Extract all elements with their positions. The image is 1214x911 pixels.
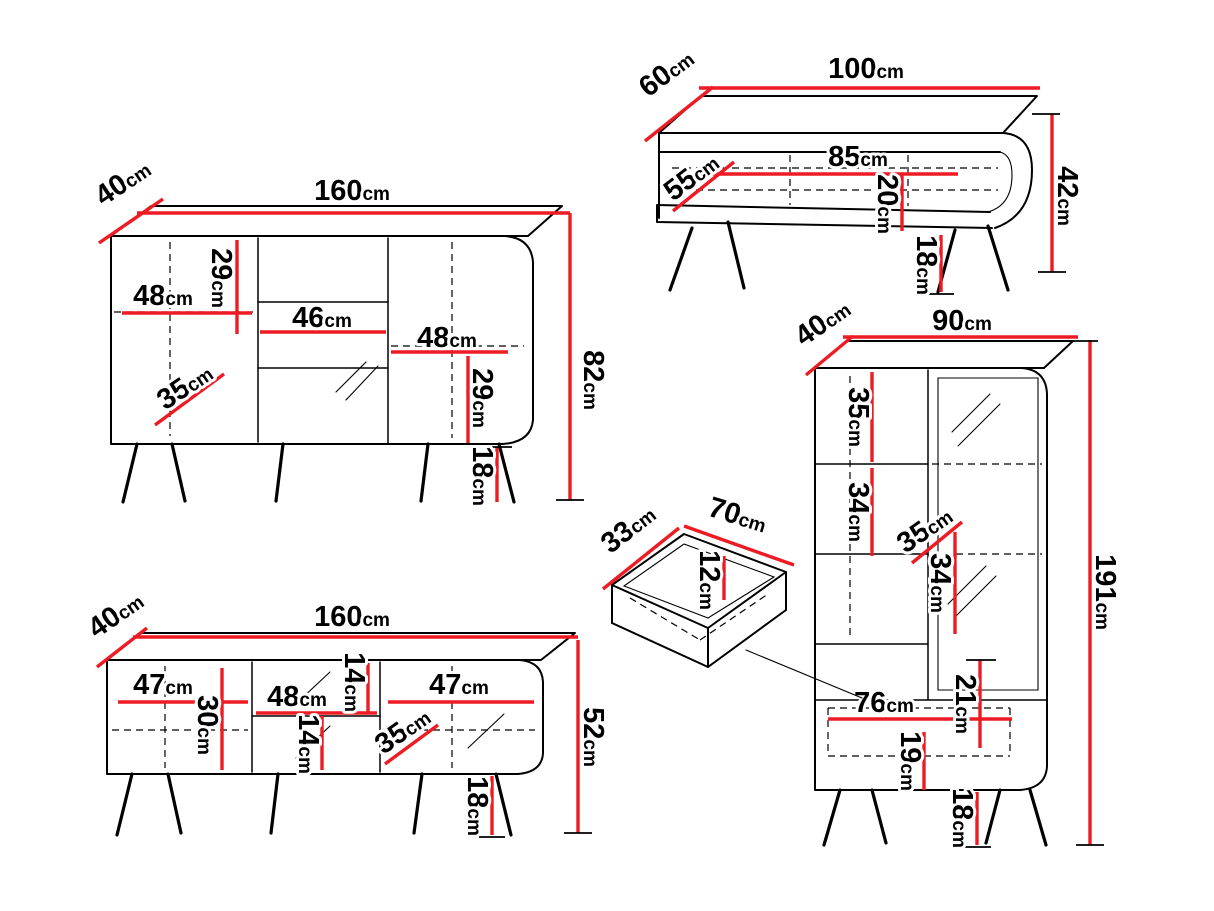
sideboard-leg-3 xyxy=(274,442,285,503)
cabinet-leg-3 xyxy=(984,788,1002,845)
cabinet-glass-door xyxy=(937,377,1039,691)
cabinet-figure: 40cm 90cm 191cm 35cm 34cm 35cm 34cm 76cm… xyxy=(786,292,1124,851)
tv-stand-right-width-label: 47cm xyxy=(429,669,489,701)
coffee-table-right-panel-inner xyxy=(987,151,1013,213)
tv-stand-leg-5 xyxy=(494,772,513,837)
cabinet-body xyxy=(814,367,1048,791)
tv-stand-left-width-label: 47cm xyxy=(133,669,193,701)
sideboard-height-label: 82cm xyxy=(577,350,609,410)
tv-stand-leg-3 xyxy=(269,772,280,835)
tv-stand-body xyxy=(106,659,544,775)
cabinet-height-label: 191cm xyxy=(1089,554,1121,630)
drawer-height-label: 12cm xyxy=(693,550,725,610)
tv-stand-glass-mark-2 xyxy=(295,725,331,759)
cabinet-shelf2-label: 34cm xyxy=(842,482,874,542)
cabinet-glass-mark-1 xyxy=(951,393,991,433)
drawer-depth-line xyxy=(601,526,681,591)
tv-stand-height-label: 52cm xyxy=(577,707,609,767)
sideboard-glass-mark-2 xyxy=(345,365,379,401)
sideboard-leg-5 xyxy=(497,442,516,504)
coffee-table-inner-depth-line xyxy=(671,160,736,213)
tv-stand-glass-mark-3 xyxy=(467,713,505,749)
cabinet-leg-2 xyxy=(870,788,888,845)
sideboard-leg-4 xyxy=(419,442,430,503)
cabinet-glass-mark-2 xyxy=(957,403,1001,447)
coffee-table-inner-width-label: 85cm xyxy=(828,141,888,173)
sideboard-depth-line xyxy=(98,197,164,245)
cabinet-glass-mark-4 xyxy=(953,575,997,619)
drawer-walls xyxy=(611,571,787,668)
tv-stand-left-height-label: 30cm xyxy=(191,695,223,755)
drawer-width-label: 70cm xyxy=(704,491,770,539)
cabinet-leg-1 xyxy=(822,788,842,847)
sideboard-right-height-label: 29cm xyxy=(466,368,498,428)
sideboard-left-width-label: 48cm xyxy=(133,280,193,312)
sideboard-glass-mark-1 xyxy=(335,361,367,393)
sideboard-inner-depth-line xyxy=(153,372,226,427)
coffee-table-width-label: 100cm xyxy=(828,53,904,85)
cabinet-right-shelf-label: 34cm xyxy=(924,553,956,613)
coffee-table-leg-4 xyxy=(986,224,1010,292)
coffee-table-bottom-shelf xyxy=(656,204,993,229)
sideboard-width-label: 160cm xyxy=(314,175,390,207)
coffee-table-figure: 60cm 100cm 42cm 85cm 55cm 20cm 18cm xyxy=(630,42,1086,298)
tv-stand-leg-4 xyxy=(412,772,424,835)
coffee-table-leg-1 xyxy=(668,226,694,292)
cabinet-drawer-height-label: 21cm xyxy=(949,674,981,734)
drawer-hidden-bottom-2 xyxy=(699,593,769,641)
coffee-table-right-panel xyxy=(994,132,1033,229)
tv-stand-middle-width-label: 48cm xyxy=(267,681,327,713)
cabinet-top-face xyxy=(814,340,1074,369)
cabinet-depth-line xyxy=(804,334,855,377)
sideboard-depth-label: 40cm xyxy=(89,153,156,213)
tv-stand-glass-mark-1 xyxy=(299,671,331,701)
drawer-bottom-edges xyxy=(611,609,787,668)
coffee-table-depth-label: 60cm xyxy=(633,42,700,104)
tv-stand-lower-niche-label: 14cm xyxy=(292,714,324,774)
sideboard-right-width-label: 48cm xyxy=(417,322,477,354)
cabinet-shelf1-label: 35cm xyxy=(842,387,874,447)
tv-stand-width-label: 160cm xyxy=(314,601,390,633)
coffee-table-top-slab xyxy=(658,132,1004,219)
drawer-inner-rim xyxy=(622,543,776,619)
cabinet-depth-label: 40cm xyxy=(789,292,856,352)
tv-stand-leg-1 xyxy=(115,772,134,837)
drawer-width-line xyxy=(683,524,795,567)
cabinet-base-height-label: 19cm xyxy=(894,731,926,791)
tv-stand-inner-depth-line xyxy=(383,723,440,766)
coffee-table-height-label: 42cm xyxy=(1051,166,1083,226)
sideboard-figure: 40cm 160cm 82cm 29cm 48cm 46cm 48cm 29cm… xyxy=(86,153,612,509)
cabinet-width-label: 90cm xyxy=(932,305,992,337)
sideboard-inner-depth-label: 35cm xyxy=(151,357,218,417)
tv-stand-leg-2 xyxy=(166,772,183,835)
sideboard-middle-width-label: 46cm xyxy=(292,302,352,334)
coffee-table-inner-height-label: 20cm xyxy=(871,174,903,234)
cabinet-leg-height-label: 18cm xyxy=(946,788,978,848)
cabinet-inner-depth-line xyxy=(910,520,964,565)
tv-stand-figure: 40cm 160cm 52cm 47cm 30cm 48cm 14cm 14cm… xyxy=(79,589,612,839)
tv-stand-upper-niche-label: 14cm xyxy=(338,652,370,712)
sideboard-leg-height-label: 18cm xyxy=(466,446,498,506)
cabinet-leg-4 xyxy=(1028,788,1048,847)
sideboard-leg-2 xyxy=(170,442,187,503)
coffee-table-leg-height-label: 18cm xyxy=(910,235,942,295)
sideboard-top-face xyxy=(110,205,563,237)
tv-stand-leg-height-label: 18cm xyxy=(461,776,493,836)
sideboard-left-height-label: 29cm xyxy=(205,248,237,308)
coffee-table-depth-line xyxy=(643,85,715,143)
drawer-leader-line xyxy=(745,649,863,699)
sideboard-leg-1 xyxy=(121,442,139,504)
coffee-table-top-face xyxy=(658,95,1038,134)
cabinet-drawer-width-label: 76cm xyxy=(854,687,914,719)
drawer-figure: 33cm 70cm 12cm xyxy=(592,488,863,699)
sideboard-body xyxy=(110,235,534,445)
coffee-table-leg-2 xyxy=(726,220,746,290)
tv-stand-depth-line xyxy=(95,626,149,669)
drawer-hidden-bottom-1 xyxy=(629,597,701,641)
